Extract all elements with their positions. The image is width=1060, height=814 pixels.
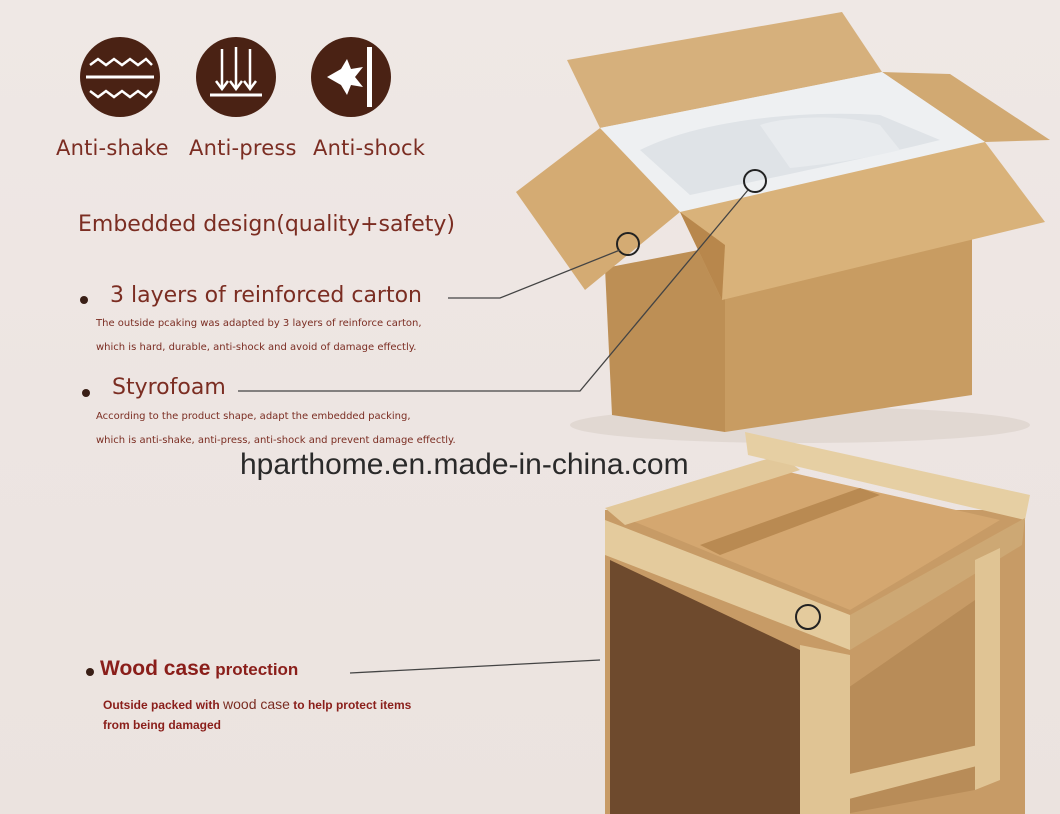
bullet-dot [80,296,88,304]
wood-desc-part-a: Outside packed with [103,698,224,712]
carton-front-flap [680,142,1045,300]
anti-shake-label: Anti-shake [56,136,169,160]
callout-line [448,249,621,299]
styrofoam-desc-line-1: According to the product shape, adapt th… [96,411,411,422]
wood-case-title: Wood case protection [100,657,298,681]
carton-front [605,245,725,432]
carton-title: 3 layers of reinforced carton [110,283,422,308]
crate-front-wrap [610,560,800,814]
section-heading: Embedded design(quality+safety) [78,212,455,237]
wood-case-title-sub: protection [210,660,299,679]
carton-description: The outside pcaking was adapted by 3 lay… [96,312,422,360]
wood-desc-part-c: to help protect items [289,698,412,712]
callout-circle [795,604,821,630]
wood-desc-line-2: from being damaged [103,718,222,732]
anti-shock-label: Anti-shock [313,136,426,160]
styrofoam-desc-line-2: which is anti-shake, anti-press, anti-sh… [96,435,456,446]
styrofoam-title: Styrofoam [112,375,226,400]
crate-plank [745,432,1030,520]
bullet-dot [82,389,90,397]
carton-left-flap [516,128,680,290]
styrofoam-description: According to the product shape, adapt th… [96,405,456,453]
carton-desc-line-1: The outside pcaking was adapted by 3 lay… [96,318,422,329]
wood-case-title-main: Wood case [100,657,211,680]
callout-circle [743,169,767,193]
anti-press-label: Anti-press [189,136,297,160]
wood-case-description: Outside packed with wood case to help pr… [103,694,411,735]
callout-circle [616,232,640,256]
callout-line [349,659,601,674]
crate-post [975,548,1000,790]
crate-plank [605,520,850,650]
carton-right-flap [882,72,1050,142]
wood-desc-part-b: wood case [223,696,290,712]
callout-line [238,189,749,392]
bullet-dot [86,668,94,676]
carton-back-flap [567,12,882,128]
crate-post [800,645,850,814]
anti-press-icon [196,37,276,117]
watermark: hparthome.en.made-in-china.com [240,448,689,481]
carton-desc-line-2: which is hard, durable, anti-shock and a… [96,342,417,353]
anti-shock-icon [311,37,391,117]
anti-shake-icon [80,37,160,117]
crate-carton-top [630,470,1000,610]
